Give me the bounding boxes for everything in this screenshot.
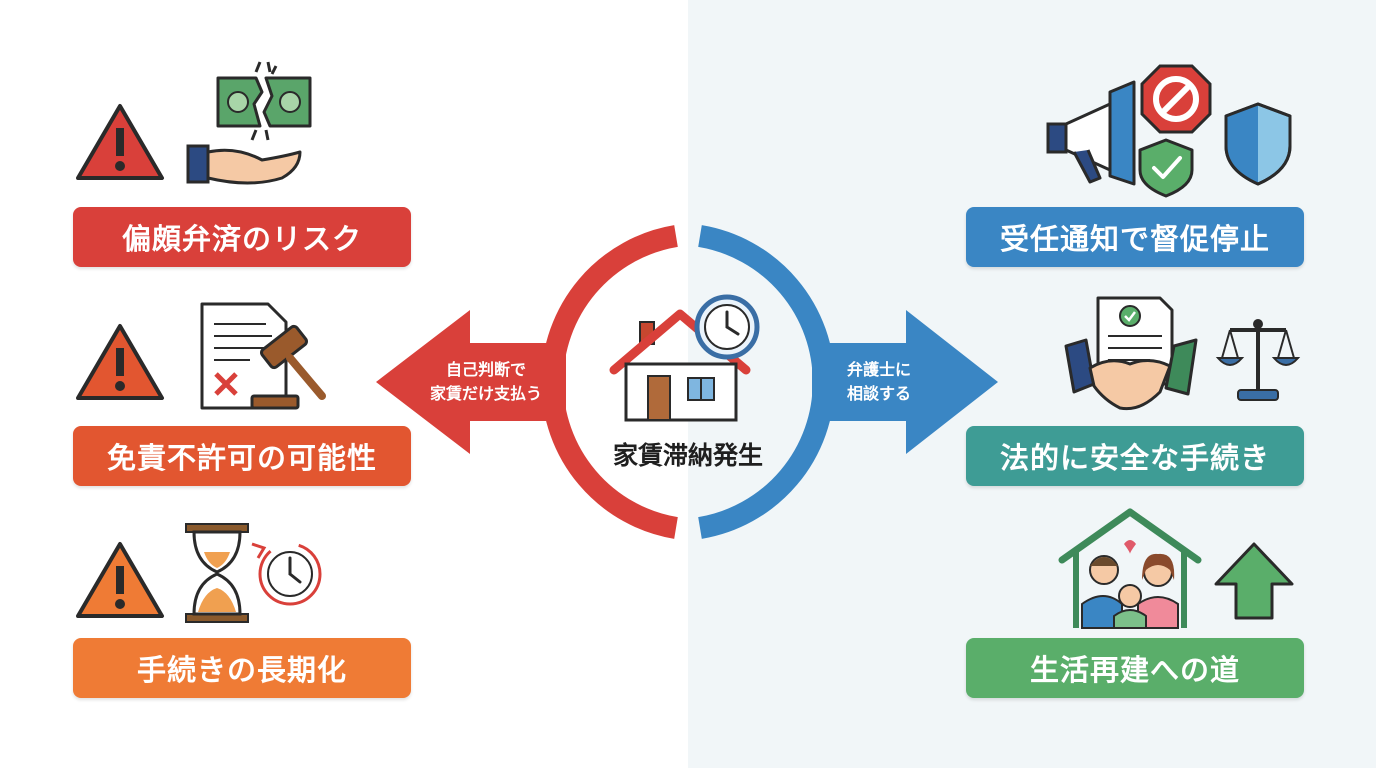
- left-arrow: [376, 310, 566, 454]
- warning-icon-3: [76, 542, 164, 618]
- left-arrow-line-1: 自己判断で: [445, 360, 526, 379]
- stop-sign-icon: [1140, 64, 1212, 134]
- check-shield-icon: [1138, 138, 1194, 198]
- risk-label-preferential-payment: 偏頗弁済のリスク: [73, 207, 411, 267]
- family-home-icon: [1058, 508, 1202, 629]
- house-clock-icon: [609, 294, 760, 422]
- left-arrow-label: 自己判断で 家賃だけ支払う: [404, 358, 568, 406]
- hourglass-clock-icon: [185, 523, 322, 623]
- up-arrow-icon: [1214, 542, 1294, 620]
- risk-label-discharge-denial: 免責不許可の可能性: [73, 426, 411, 486]
- megaphone-icon: [1046, 80, 1136, 186]
- broken-money-hand-icon: [186, 61, 312, 185]
- right-arrow: [812, 310, 998, 454]
- risk-label-prolonged-procedure: 手続きの長期化: [73, 638, 411, 698]
- right-arrow-line-1: 弁護士に: [846, 360, 911, 379]
- benefit-label-collection-stop: 受任通知で督促停止: [966, 207, 1304, 267]
- left-arrow-line-2: 家賃だけ支払う: [429, 384, 542, 403]
- approved-document-handshake-icon: [1064, 296, 1198, 411]
- benefit-label-safe-procedure: 法的に安全な手続き: [966, 426, 1304, 486]
- rejected-document-gavel-icon: [200, 302, 326, 410]
- center-title: 家賃滞納発生: [612, 441, 763, 470]
- warning-icon-1: [76, 104, 164, 180]
- shield-icon: [1224, 102, 1292, 186]
- warning-icon-2: [76, 324, 164, 400]
- benefit-label-life-rebuilding: 生活再建への道: [966, 638, 1304, 698]
- right-arrow-label: 弁護士に 相談する: [820, 358, 938, 406]
- right-arrow-line-2: 相談する: [846, 384, 911, 403]
- scales-of-justice-icon: [1215, 319, 1301, 401]
